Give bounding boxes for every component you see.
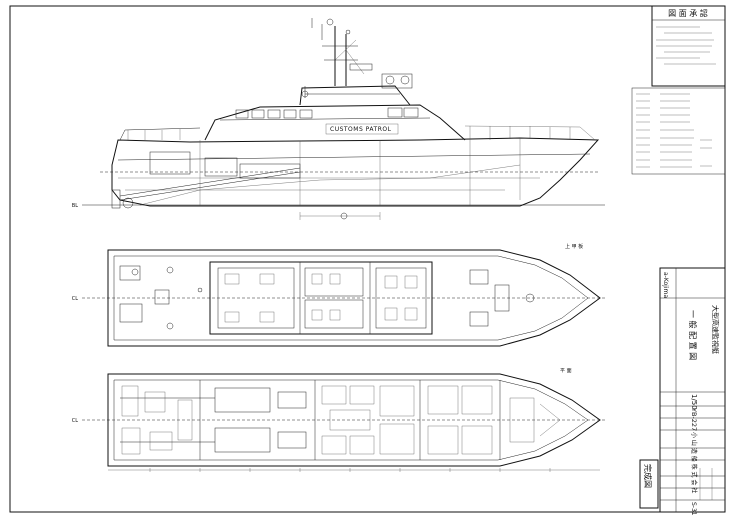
lower-deck-plan: CL 平 面 xyxy=(72,368,606,467)
svg-text:BL: BL xyxy=(72,203,78,209)
particulars-table xyxy=(631,87,726,175)
vessel-name: 大型高速監視艇 xyxy=(711,305,720,354)
drawing-title: 一 般 配 置 図 xyxy=(688,310,698,360)
drawing-number: YB-227 xyxy=(690,407,698,431)
completion-stamp: 完成図 xyxy=(639,459,659,509)
profile-view: BL CUSTOMS PATROL xyxy=(72,18,605,220)
svg-text:平 面: 平 面 xyxy=(560,368,572,374)
stamp-title: 図 面 承 認 xyxy=(668,8,708,18)
svg-text:CL: CL xyxy=(72,296,78,302)
side-label: 上 甲 板 xyxy=(565,243,583,250)
scale-value: 1/50 xyxy=(690,394,698,410)
svg-text:a-Kojima: a-Kojima xyxy=(662,272,669,298)
sheet-border xyxy=(9,5,726,513)
completion-label: 完成図 xyxy=(643,464,653,488)
frame-ticks xyxy=(108,468,600,472)
upper-deck-plan: 上 甲 板 CL xyxy=(72,243,606,347)
hull-name-label: CUSTOMS PATROL xyxy=(330,126,392,133)
approval-stamp: 図 面 承 認 xyxy=(651,5,726,87)
svg-text:CL: CL xyxy=(72,418,78,424)
company-name: 小 山 造 船 株 式 会 社 xyxy=(690,432,698,493)
sheet-number: S-31 xyxy=(690,502,697,516)
title-block: 大型高速監視艇 一 般 配 置 図 1/50 YB-227 小 山 造 船 株 … xyxy=(659,267,726,516)
